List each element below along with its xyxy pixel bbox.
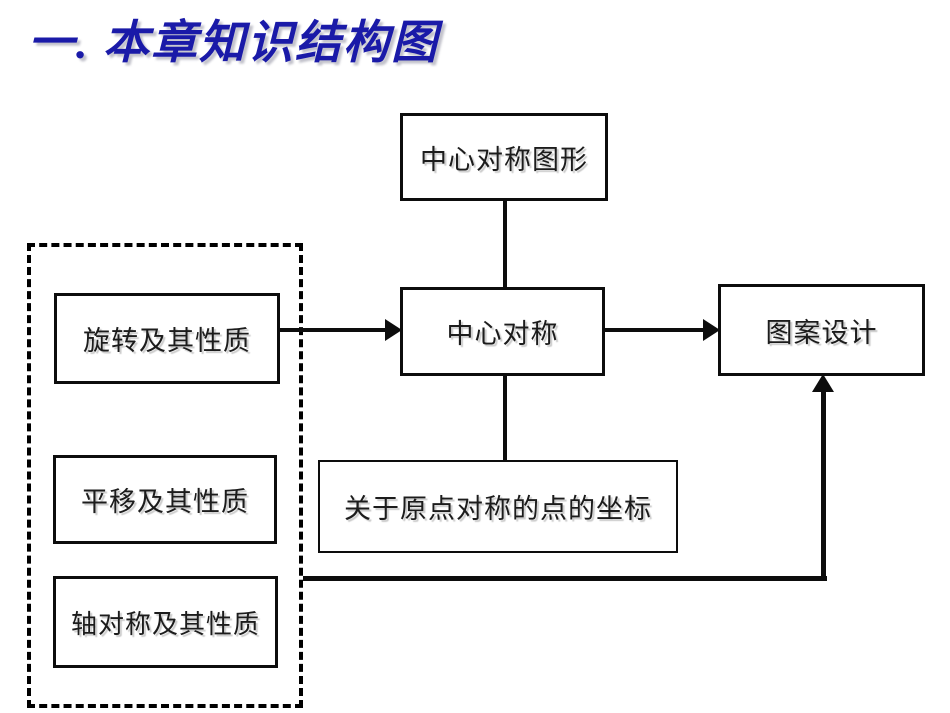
node-center-symmetry[interactable]: 中心对称 xyxy=(400,287,605,376)
connector-center-symmetry-to-pattern-design xyxy=(605,328,708,332)
connector-symmetric-figure-to-center-symmetry xyxy=(503,198,507,290)
arrowhead-up-icon xyxy=(812,374,834,392)
arrowhead-right-icon xyxy=(703,319,720,341)
connector-group-to-pattern-design-vertical xyxy=(821,390,826,580)
node-translation-properties[interactable]: 平移及其性质 xyxy=(53,455,277,544)
arrowhead-right-icon xyxy=(385,319,402,341)
node-pattern-design[interactable]: 图案设计 xyxy=(718,284,925,376)
connector-rotation-to-center-symmetry xyxy=(280,328,390,332)
node-symmetric-figure[interactable]: 中心对称图形 xyxy=(400,113,608,201)
node-axial-symmetry-properties[interactable]: 轴对称及其性质 xyxy=(53,576,278,668)
node-origin-symmetric-point-coordinates[interactable]: 关于原点对称的点的坐标 xyxy=(318,460,678,553)
connector-center-symmetry-to-origin-coords xyxy=(503,373,507,463)
page-title: 一. 本章知识结构图 xyxy=(28,17,439,68)
dashed-group-region xyxy=(27,243,303,708)
node-rotation-properties[interactable]: 旋转及其性质 xyxy=(54,293,280,384)
connector-group-to-pattern-design-horizontal xyxy=(303,576,827,581)
